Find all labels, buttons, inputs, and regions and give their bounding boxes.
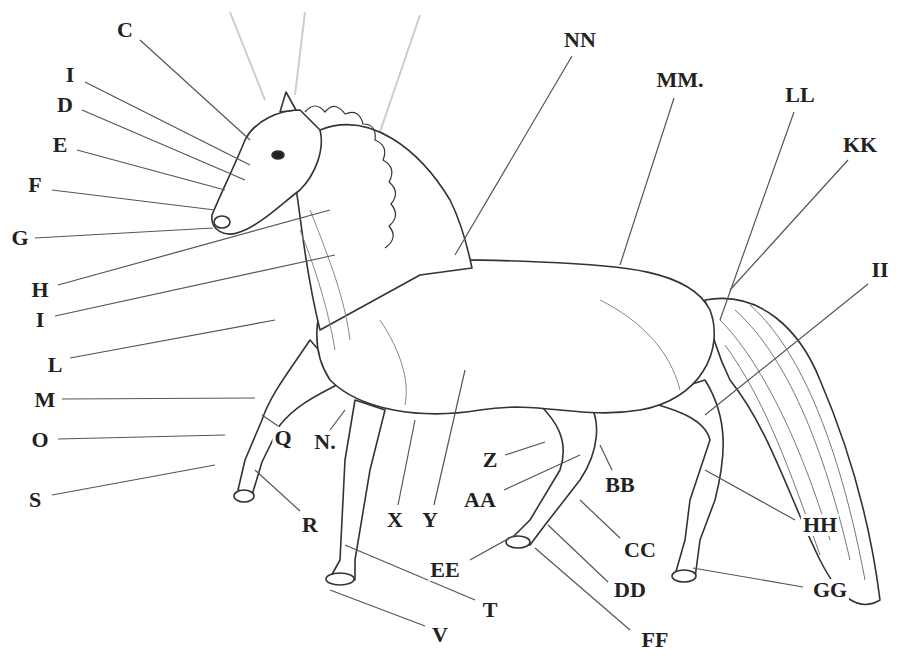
callout-letter: H [29, 279, 50, 301]
callout-letter: S [27, 489, 43, 511]
leader-lines [35, 40, 868, 630]
callout-letter: KK [841, 134, 879, 156]
callout-letter: F [26, 174, 43, 196]
callout-letter: L [46, 354, 65, 376]
callout-letter: E [51, 134, 70, 156]
callout-letter: MM. [654, 69, 705, 91]
callout-letter: HH [801, 514, 839, 536]
callout-letter: GG [811, 579, 849, 601]
callout-letter: FF [640, 629, 671, 651]
callout-letter: II [869, 259, 890, 281]
callout-letter: M [33, 389, 58, 411]
callout-letter: G [9, 227, 30, 249]
callout-letter: Z [481, 449, 500, 471]
horse-body [212, 92, 880, 604]
callout-letter: LL [783, 84, 816, 106]
callout-letter: I [34, 309, 47, 331]
callout-letter: C [115, 19, 135, 41]
callout-letter: BB [603, 474, 636, 496]
callout-letter: X [385, 509, 405, 531]
callout-letter: N. [312, 431, 337, 453]
callout-letter: AA [462, 489, 498, 511]
callout-letter: Y [420, 509, 440, 531]
callout-letter: T [481, 599, 500, 621]
callout-letter: EE [428, 559, 461, 581]
callout-letter: CC [622, 539, 658, 561]
callout-letter: I [64, 64, 77, 86]
callout-letter: R [300, 514, 320, 536]
callout-letter: DD [612, 579, 648, 601]
callout-letter: Q [272, 427, 293, 449]
callout-letter: NN [562, 29, 598, 51]
callout-letter: O [29, 429, 50, 451]
callout-letter: V [430, 624, 450, 646]
callout-letter: D [55, 94, 75, 116]
